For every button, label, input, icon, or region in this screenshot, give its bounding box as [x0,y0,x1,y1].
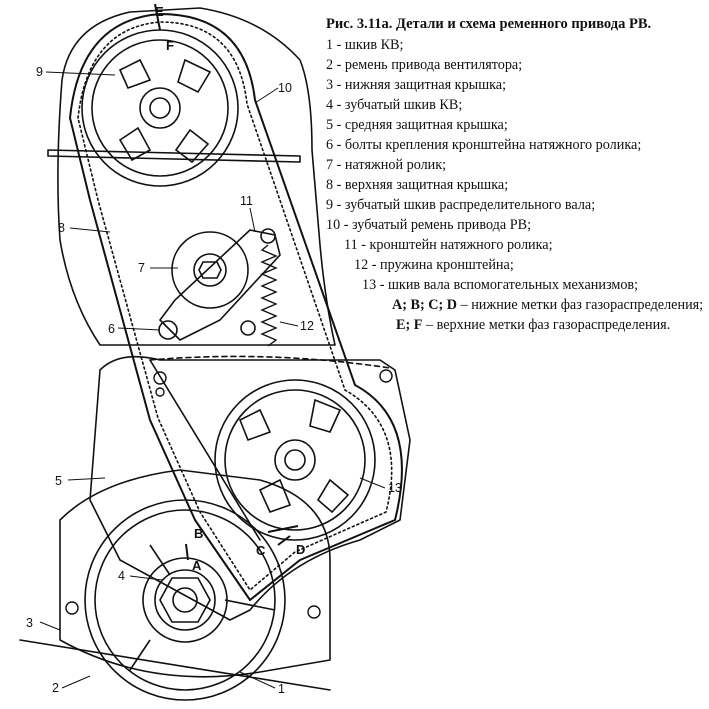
fan-belt [19,639,331,691]
leader-lines [39,71,386,689]
timing-belt-inner [77,21,393,591]
lower-cover-outline [59,469,331,678]
callout-9: 9 [36,65,43,79]
callout-4: 4 [118,569,125,583]
marks-lower-letters: A; B; C; D [392,297,458,313]
marks-lower-text: – нижние метки фаз газораспределения; [460,297,704,313]
upper-cover-lip [47,149,301,163]
mark-b: B [194,526,203,541]
legend-item-4: 4 - зубчатый шкив КВ; [326,97,463,113]
legend-item-9: 9 - зубчатый шкив распределительного вал… [326,197,596,213]
legend-marks-lower: A; B; C; D – нижние метки фаз газораспре… [326,295,706,315]
legend-item-10: 10 - зубчатый ремень привода РВ; [326,217,532,233]
mark-d: D [296,542,305,557]
legend-item-1: 1 - шкив КВ; [326,37,404,53]
legend: Рис. 3.11а. Детали и схема ременного при… [326,14,706,335]
mark-c: C [256,543,266,558]
figure-caption: Рис. 3.11а. Детали и схема ременного при… [326,16,652,32]
middle-cover-outline [89,355,411,621]
mark-f: F [166,38,174,53]
legend-item-11: 11 - кронштейн натяжного ролика; [344,237,553,253]
upper-cover-outline [57,7,336,346]
legend-item-12: 12 - пружина кронштейна; [354,257,514,273]
mark-e: E [155,4,164,19]
callout-1: 1 [278,682,285,696]
callout-6: 6 [108,322,115,336]
tensioner-assembly [158,228,281,341]
callout-13: 13 [388,481,402,495]
callout-3: 3 [26,616,33,630]
legend-item-3: 3 - нижняя защитная крышка; [326,77,507,93]
marks-upper-letters: E; F [396,317,423,333]
timing-belt-outer [69,13,403,601]
auxiliary-pulley [214,379,376,541]
tensioner-spring [260,244,278,347]
callout-7: 7 [138,261,145,275]
callout-12: 12 [300,319,314,333]
legend-item-2: 2 - ремень привода вентилятора; [326,57,523,73]
callout-5: 5 [55,474,62,488]
legend-item-13: 13 - шкив вала вспомогательных механизмо… [362,277,639,293]
mark-a: A [192,558,202,573]
legend-item-6: 6 - болты крепления кронштейна натяжного… [326,137,642,153]
camshaft-pulley [81,29,239,187]
fan-belt-lower [149,359,261,541]
cover-bolts [65,369,393,619]
callout-10: 10 [278,81,292,95]
legend-item-5: 5 - средняя защитная крышка; [326,117,508,133]
callout-8: 8 [58,221,65,235]
crankshaft-pulley [84,499,286,701]
callout-2: 2 [52,681,59,695]
legend-item-7: 7 - натяжной ролик; [326,157,447,173]
marks-upper-text: – верхние метки фаз газораспределения. [425,317,671,333]
callout-11: 11 [240,194,253,208]
timing-mark-lines [154,3,299,561]
legend-marks-upper: E; F – верхние метки фаз газораспределен… [326,315,706,335]
legend-item-8: 8 - верхняя защитная крышка; [326,177,509,193]
middle-cover-dash [149,355,391,369]
